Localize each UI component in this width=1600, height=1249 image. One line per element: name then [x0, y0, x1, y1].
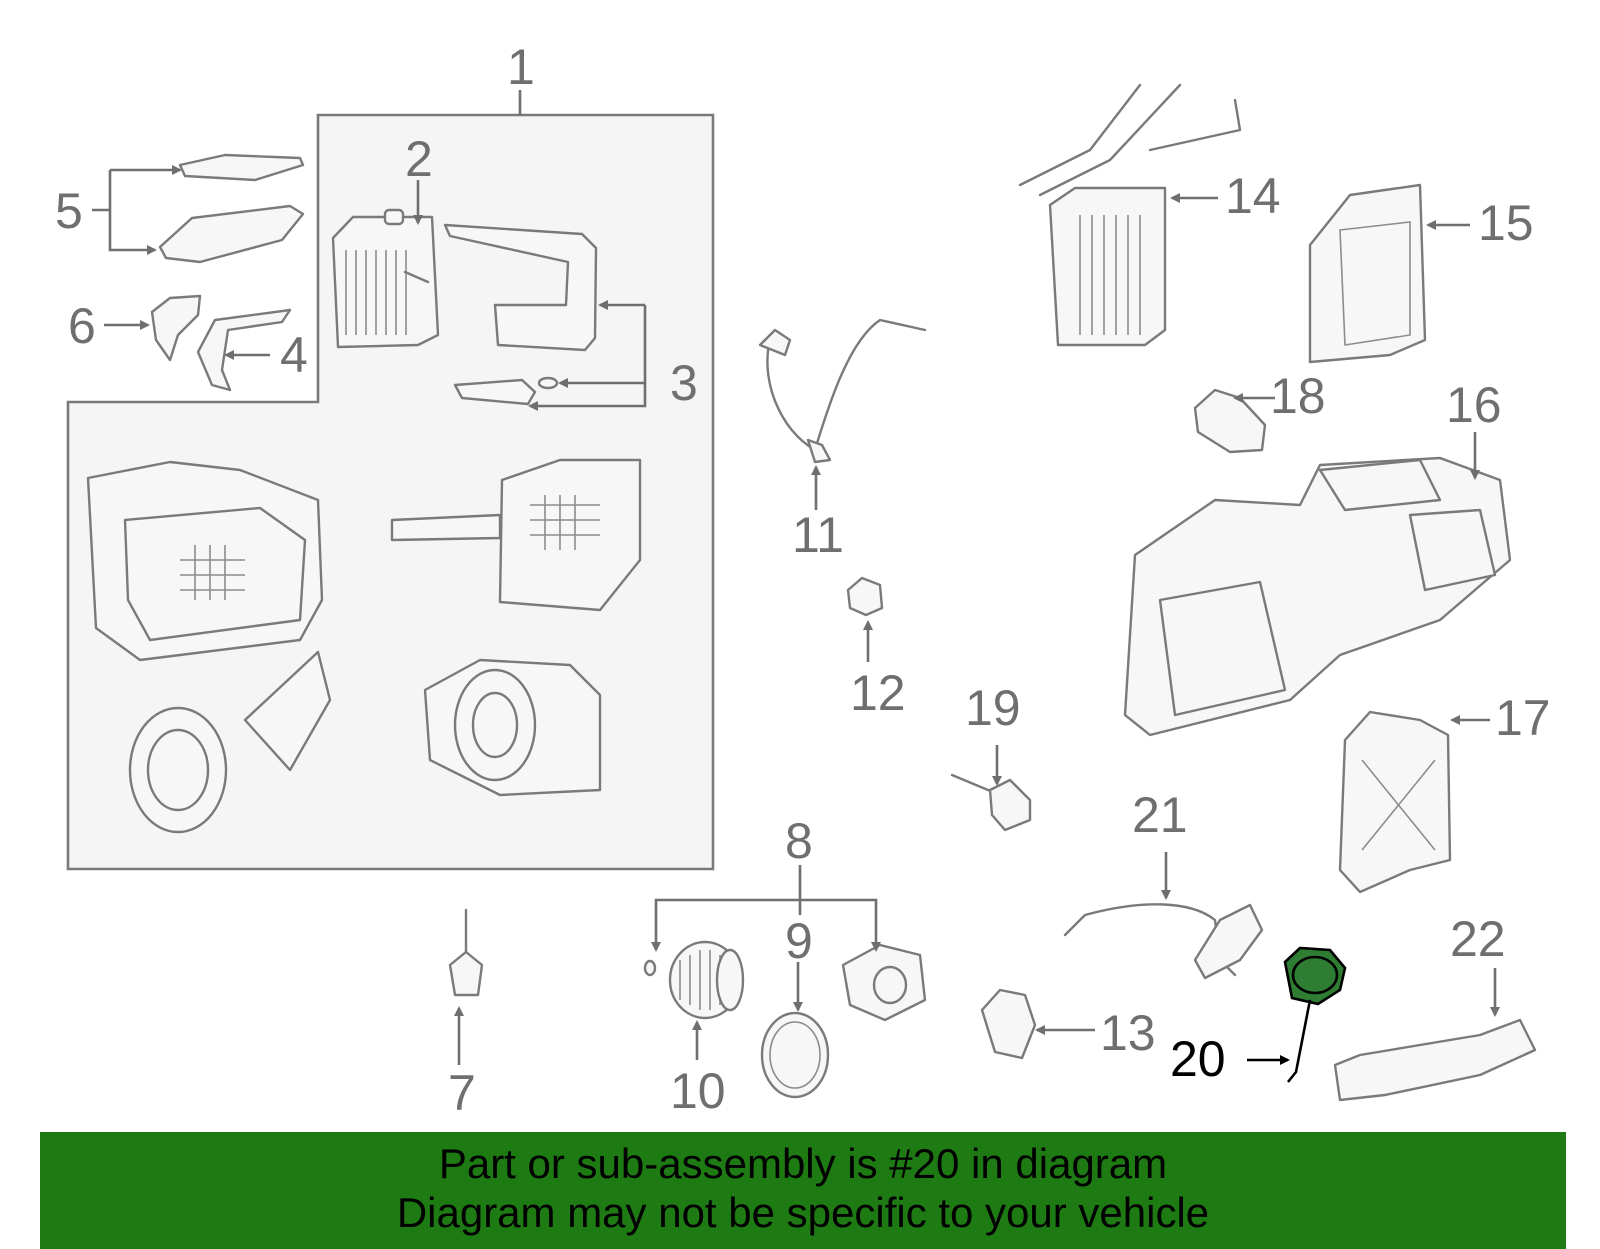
part-9-gasket: [760, 1011, 830, 1099]
callout-18: 18: [1270, 368, 1326, 424]
callout-6: 6: [68, 298, 96, 354]
callout-11: 11: [792, 507, 844, 563]
part-18-bracket: [1193, 388, 1267, 454]
part-20-vacuum-actuator: [1283, 946, 1347, 1083]
part-3-brackets: [443, 223, 598, 406]
part-5-seals: [158, 153, 305, 264]
part-11-harness: [758, 318, 927, 464]
callout-12: 12: [850, 665, 906, 721]
part-2-evaporator-core: [331, 208, 440, 349]
part-22-duct: [1333, 1018, 1537, 1102]
part-21-harness: [1063, 903, 1264, 980]
callout-19: 19: [965, 680, 1021, 736]
banner-line-2: Diagram may not be specific to your vehi…: [396, 1189, 1210, 1236]
part-15-seal: [1308, 183, 1427, 364]
callout-13: 13: [1100, 1005, 1156, 1061]
callout-1: 1: [507, 39, 535, 95]
banner-line-1: Part or sub-assembly is #20 in diagram: [438, 1140, 1168, 1187]
part-4-seal: [196, 308, 292, 392]
part-13-actuator: [980, 988, 1037, 1060]
callout-8: 8: [785, 813, 813, 869]
callout-4: 4: [280, 327, 308, 383]
callout-7: 7: [448, 1065, 476, 1121]
callout-22: 22: [1450, 911, 1506, 967]
callout-15: 15: [1478, 195, 1534, 251]
callout-3: 3: [670, 355, 698, 411]
callout-9: 9: [785, 913, 813, 969]
part-17-cover: [1338, 710, 1452, 894]
callout-17: 17: [1495, 690, 1551, 746]
callout-10: 10: [670, 1063, 726, 1119]
callout-5: 5: [55, 183, 83, 239]
part-10-blower-wheel: [668, 940, 745, 1020]
callout-2: 2: [405, 131, 433, 187]
callout-14: 14: [1225, 168, 1281, 224]
info-banner: Part or sub-assembly is #20 in diagram D…: [40, 1132, 1566, 1249]
part-6-seal: [150, 294, 202, 362]
part-19-sensor: [950, 773, 1032, 832]
callout-20-highlighted: 20: [1170, 1031, 1226, 1087]
callout-16: 16: [1446, 377, 1502, 433]
callout-21: 21: [1132, 787, 1188, 843]
part-16-evaporator-case: [1123, 456, 1512, 737]
housing-assembly: [86, 458, 642, 834]
part-14-heater-core: [1018, 83, 1242, 347]
part-7-sensor: [448, 908, 484, 997]
part-12-clip: [846, 576, 884, 617]
